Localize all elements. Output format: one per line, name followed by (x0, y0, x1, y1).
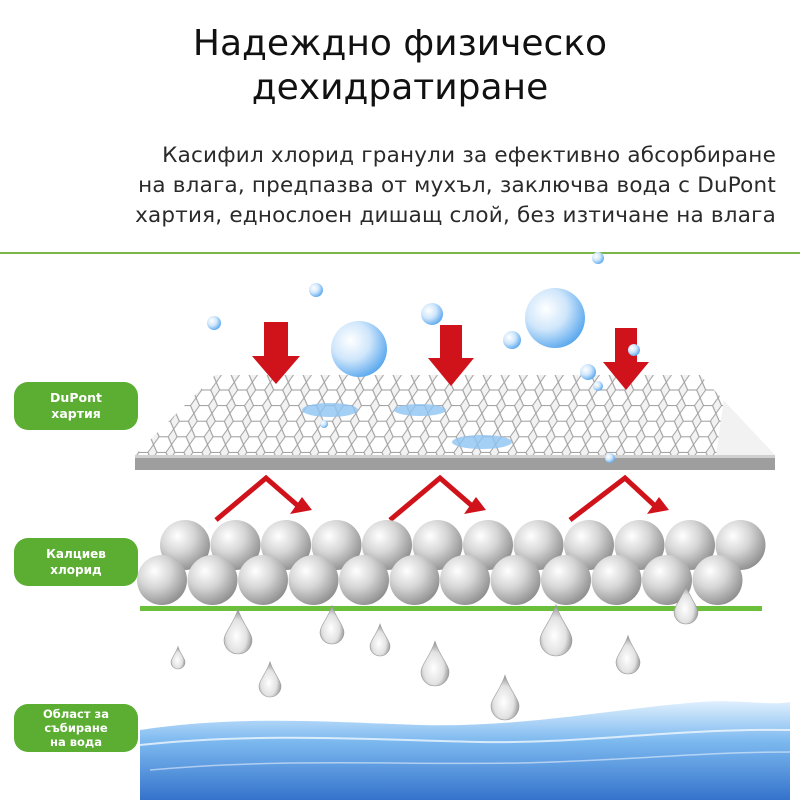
label-calcium-chloride: Калциев хлорид (14, 538, 138, 586)
splash-2 (394, 404, 446, 416)
label-water-line-2: събиране (44, 721, 108, 735)
water-droplet-icon (420, 640, 450, 687)
water-droplet-icon (615, 634, 641, 675)
sphere-icon (389, 555, 440, 605)
water-droplet-icon (223, 608, 253, 655)
label-dupont-line-1: DuPont (50, 390, 102, 405)
sphere-icon (642, 555, 692, 605)
sphere-icon (137, 555, 187, 605)
calcium-chloride-spheres (137, 520, 766, 605)
bent-arrow-icon (214, 474, 312, 522)
label-water-line-1: Област за (43, 707, 109, 721)
water-droplet-icon (673, 584, 699, 625)
label-dupont-line-2: хартия (51, 406, 101, 421)
label-calcium-line-1: Калциев (46, 547, 106, 561)
title-line-2: дехидратиране (251, 67, 549, 108)
sphere-icon (288, 555, 339, 605)
description-line-2: на влага, предпазва от мухъл, заключва в… (138, 173, 776, 198)
down-arrow-icon (252, 322, 300, 384)
bent-arrow-icon (568, 474, 669, 522)
water-collection-area (139, 701, 791, 800)
description-line-1: Касифил хлорид гранули за ефективно абсо… (162, 143, 776, 168)
page-title: Надеждно физическо дехидратиране (0, 22, 800, 110)
dupont-paper-layer (135, 375, 775, 470)
section-divider (0, 252, 800, 254)
sphere-icon (541, 555, 591, 605)
down-arrow-icon (603, 328, 649, 390)
sphere-icon (490, 555, 541, 605)
label-water-line-3: на вода (50, 735, 102, 749)
sphere-icon (591, 555, 642, 605)
down-arrow-icon (428, 325, 474, 386)
label-dupont-paper: DuPont хартия (14, 382, 138, 430)
water-droplet-icon (539, 603, 573, 657)
water-droplets (170, 584, 699, 721)
splash-3 (452, 435, 512, 449)
label-calcium-line-2: хлорид (50, 563, 102, 577)
sphere-icon (692, 555, 743, 605)
water-droplet-icon (369, 622, 391, 657)
sphere-icon (440, 555, 490, 605)
title-line-1: Надеждно физическо (192, 23, 608, 64)
description-line-3: хартия, еднослоен дишащ слой, без изтича… (135, 203, 776, 228)
sphere-icon (238, 555, 288, 605)
label-water-area: Област за събиране на вода (14, 704, 138, 752)
water-droplet-icon (490, 674, 520, 721)
sphere-icon (339, 555, 389, 605)
bent-arrow-icon (388, 474, 486, 522)
sphere-base-line (140, 606, 762, 611)
water-droplet-icon (319, 604, 345, 645)
sphere-icon (187, 555, 238, 605)
description: Касифил хлорид гранули за ефективно абсо… (86, 141, 776, 231)
splash-1 (302, 403, 358, 417)
water-droplet-icon (170, 645, 186, 670)
water-droplet-icon (258, 660, 282, 698)
bubble-icon (207, 252, 640, 463)
